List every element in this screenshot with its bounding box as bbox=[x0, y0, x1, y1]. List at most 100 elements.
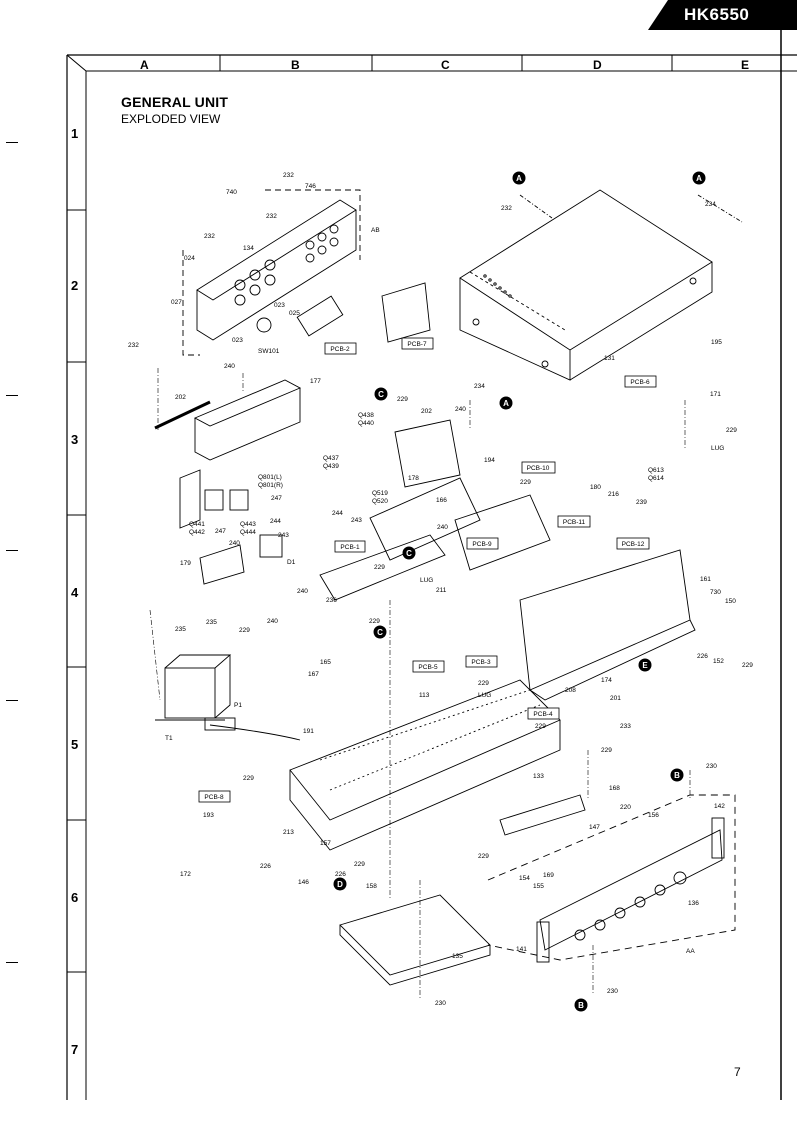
part-number: 157 bbox=[320, 840, 331, 847]
part-number: 155 bbox=[533, 883, 544, 890]
part-number: 208 bbox=[565, 687, 576, 694]
part-number: 229 bbox=[369, 618, 380, 625]
part-number: LUG bbox=[478, 692, 491, 699]
part-number: 232 bbox=[283, 172, 294, 179]
part-number: 243 bbox=[351, 517, 362, 524]
part-number: Q437 bbox=[323, 455, 339, 462]
top-cover bbox=[459, 189, 743, 381]
front-panel bbox=[487, 794, 736, 963]
part-number: 229 bbox=[726, 427, 737, 434]
pcb-label: PCB-5 bbox=[412, 660, 445, 673]
part-number: 025 bbox=[289, 310, 300, 317]
pcb-label: PCB-9 bbox=[466, 537, 499, 550]
part-number: 180 bbox=[590, 484, 601, 491]
page-subtitle: EXPLODED VIEW bbox=[121, 112, 221, 126]
svg-text:D: D bbox=[337, 880, 343, 889]
binding-mark bbox=[6, 700, 18, 701]
svg-text:PCB-10: PCB-10 bbox=[527, 465, 550, 472]
part-number: 233 bbox=[620, 723, 631, 730]
svg-text:PCB-4: PCB-4 bbox=[533, 711, 553, 718]
part-number: 202 bbox=[421, 408, 432, 415]
pcb-label: PCB-3 bbox=[465, 655, 498, 668]
part-number: Q438 bbox=[358, 412, 374, 419]
part-number: 161 bbox=[700, 576, 711, 583]
part-number: 229 bbox=[243, 775, 254, 782]
callout-markers: A A A B B C C C D E bbox=[333, 171, 706, 1012]
callout-a-1: A bbox=[512, 171, 526, 185]
part-number: 156 bbox=[648, 812, 659, 819]
part-number: 229 bbox=[374, 564, 385, 571]
part-number: Q439 bbox=[323, 463, 339, 470]
svg-text:C: C bbox=[406, 549, 412, 558]
part-number: 216 bbox=[608, 491, 619, 498]
part-number: 740 bbox=[226, 189, 237, 196]
svg-text:C: C bbox=[378, 390, 384, 399]
part-number: 239 bbox=[636, 499, 647, 506]
part-number: Q440 bbox=[358, 420, 374, 427]
model-label: HK6550 bbox=[684, 5, 750, 24]
part-number: 191 bbox=[303, 728, 314, 735]
part-number: 158 bbox=[366, 883, 377, 890]
row-label-6: 6 bbox=[71, 890, 79, 905]
part-number: Q442 bbox=[189, 529, 205, 536]
column-label-e: E bbox=[741, 58, 750, 72]
part-number: 235 bbox=[175, 626, 186, 633]
pcb-label: PCB-11 bbox=[557, 515, 591, 528]
pcb-label: PCB-8 bbox=[198, 790, 231, 803]
svg-text:A: A bbox=[516, 174, 522, 183]
svg-text:PCB-6: PCB-6 bbox=[630, 379, 650, 386]
svg-text:B: B bbox=[674, 771, 680, 780]
part-number: Q519 bbox=[372, 490, 388, 497]
part-number: 024 bbox=[184, 255, 195, 262]
part-number: 202 bbox=[175, 394, 186, 401]
part-number: SW101 bbox=[258, 348, 280, 355]
part-number: 195 bbox=[711, 339, 722, 346]
part-number: 179 bbox=[180, 560, 191, 567]
column-label-b: B bbox=[291, 58, 300, 72]
part-number: AA bbox=[686, 948, 695, 955]
callout-a-3: A bbox=[499, 396, 513, 410]
part-number: 240 bbox=[224, 363, 235, 370]
part-number: Q614 bbox=[648, 475, 664, 482]
svg-text:PCB-5: PCB-5 bbox=[418, 664, 438, 671]
amp-block bbox=[154, 379, 481, 585]
svg-text:PCB-8: PCB-8 bbox=[204, 794, 224, 801]
part-number: 229 bbox=[354, 861, 365, 868]
part-number: 229 bbox=[601, 747, 612, 754]
part-number: 193 bbox=[203, 812, 214, 819]
part-number: 023 bbox=[232, 337, 243, 344]
part-number: 226 bbox=[335, 871, 346, 878]
part-number: 174 bbox=[601, 677, 612, 684]
part-number: 113 bbox=[419, 692, 430, 699]
svg-text:A: A bbox=[503, 399, 509, 408]
svg-text:E: E bbox=[642, 661, 648, 670]
part-number: 147 bbox=[589, 824, 600, 831]
part-number: LUG bbox=[711, 445, 724, 452]
svg-text:PCB-2: PCB-2 bbox=[330, 346, 350, 353]
part-number: 178 bbox=[408, 475, 419, 482]
part-number: 229 bbox=[520, 479, 531, 486]
part-number: 229 bbox=[478, 680, 489, 687]
part-number: 232 bbox=[266, 213, 277, 220]
part-number: 172 bbox=[180, 871, 191, 878]
part-number: 194 bbox=[484, 457, 495, 464]
pcb-label: PCB-2 bbox=[324, 342, 357, 355]
svg-text:PCB-7: PCB-7 bbox=[407, 341, 427, 348]
part-number: 229 bbox=[239, 627, 250, 634]
part-number: 244 bbox=[270, 518, 281, 525]
part-number: 213 bbox=[283, 829, 294, 836]
model-tab bbox=[648, 0, 797, 30]
row-label-7: 7 bbox=[71, 1042, 79, 1057]
callout-c-2: C bbox=[402, 546, 416, 560]
part-number: 234 bbox=[474, 383, 485, 390]
part-number: 226 bbox=[260, 863, 271, 870]
part-number: 230 bbox=[607, 988, 618, 995]
part-number: 229 bbox=[478, 853, 489, 860]
part-number: 229 bbox=[535, 723, 546, 730]
part-number: 240 bbox=[229, 540, 240, 547]
part-number: 232 bbox=[501, 205, 512, 212]
part-number: D1 bbox=[287, 559, 296, 566]
rear-panel bbox=[182, 189, 431, 356]
callout-b-1: B bbox=[670, 768, 684, 782]
